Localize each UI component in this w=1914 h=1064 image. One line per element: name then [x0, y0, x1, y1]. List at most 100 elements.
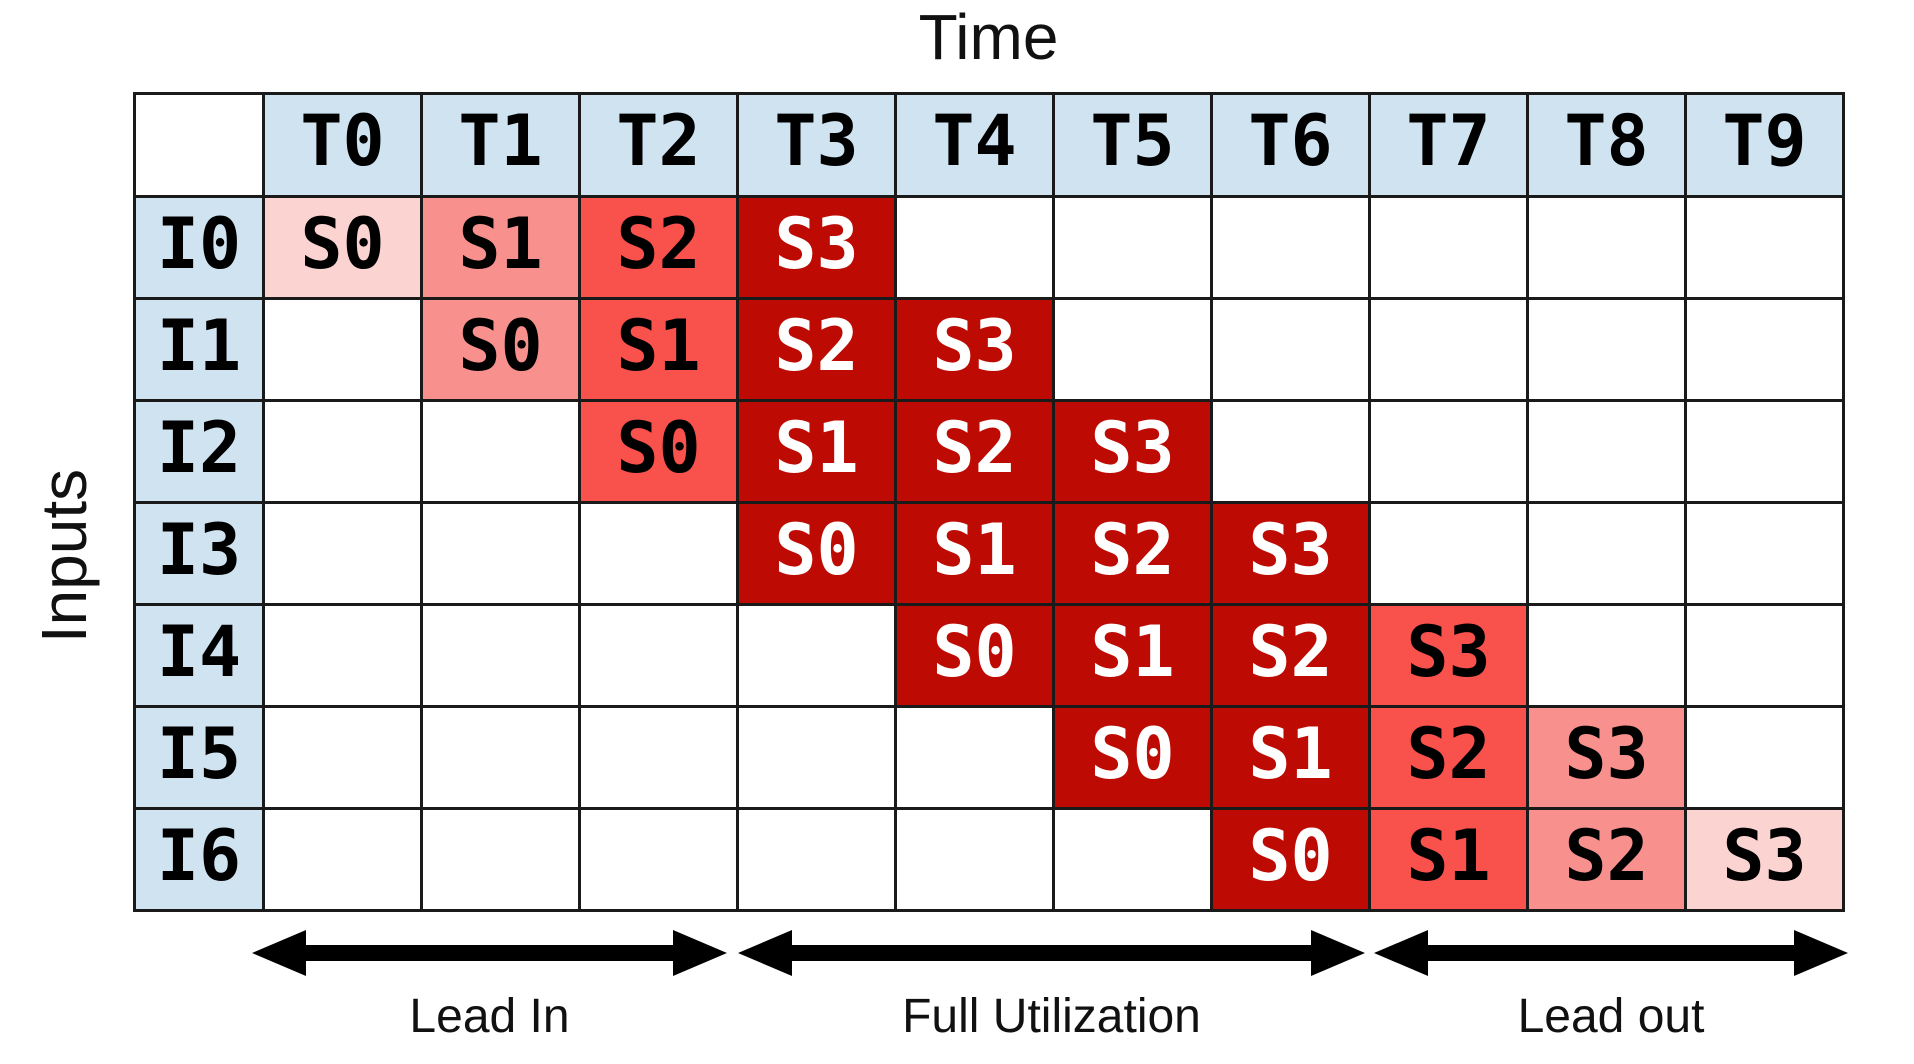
- empty-cell-I4-T0: [262, 603, 423, 708]
- empty-cell-I6-T5: [1052, 807, 1213, 912]
- stage-cell-I5-T8: S3: [1526, 705, 1687, 810]
- stage-cell-I1-T4: S3: [894, 297, 1055, 402]
- input-header-I6: I6: [133, 807, 265, 912]
- empty-cell-I0-T4: [894, 195, 1055, 300]
- stage-cell-I6-T9: S3: [1684, 807, 1845, 912]
- time-header-T0: T0: [262, 92, 423, 198]
- stage-cell-I2-T5: S3: [1052, 399, 1213, 504]
- stage-cell-I4-T4: S0: [894, 603, 1055, 708]
- stage-cell-I6-T7: S1: [1368, 807, 1529, 912]
- arrow-bar: [1416, 945, 1806, 961]
- stage-cell-I2-T2: S0: [578, 399, 739, 504]
- empty-cell-I6-T3: [736, 807, 897, 912]
- empty-cell-I3-T7: [1368, 501, 1529, 606]
- empty-cell-I1-T6: [1210, 297, 1371, 402]
- lead-in-label: Lead In: [409, 990, 570, 1043]
- stage-cell-I2-T4: S2: [894, 399, 1055, 504]
- empty-cell-I5-T4: [894, 705, 1055, 810]
- stage-cell-I4-T6: S2: [1210, 603, 1371, 708]
- time-header-T3: T3: [736, 92, 897, 198]
- arrow-head-right-icon: [1794, 930, 1848, 976]
- stage-cell-I0-T2: S2: [578, 195, 739, 300]
- arrow-bar: [780, 945, 1323, 961]
- empty-cell-I2-T9: [1684, 399, 1845, 504]
- empty-cell-I0-T9: [1684, 195, 1845, 300]
- stage-cell-I5-T6: S1: [1210, 705, 1371, 810]
- empty-cell-I2-T8: [1526, 399, 1687, 504]
- stage-cell-I1-T1: S0: [420, 297, 581, 402]
- empty-cell-I4-T1: [420, 603, 581, 708]
- empty-cell-I2-T0: [262, 399, 423, 504]
- stage-cell-I6-T6: S0: [1210, 807, 1371, 912]
- time-header-T4: T4: [894, 92, 1055, 198]
- stage-cell-I1-T2: S1: [578, 297, 739, 402]
- stage-cell-I6-T8: S2: [1526, 807, 1687, 912]
- input-header-I3: I3: [133, 501, 265, 606]
- empty-cell-I4-T9: [1684, 603, 1845, 708]
- stage-cell-I5-T7: S2: [1368, 705, 1529, 810]
- stage-cell-I3-T5: S2: [1052, 501, 1213, 606]
- empty-cell-I1-T5: [1052, 297, 1213, 402]
- time-header-T7: T7: [1368, 92, 1529, 198]
- time-header-T9: T9: [1684, 92, 1845, 198]
- stage-cell-I0-T1: S1: [420, 195, 581, 300]
- stage-cell-I5-T5: S0: [1052, 705, 1213, 810]
- lead-in-phase: Lead In: [252, 930, 727, 1050]
- empty-cell-I6-T4: [894, 807, 1055, 912]
- lead-out-phase: Lead out: [1374, 930, 1848, 1050]
- empty-cell-I5-T0: [262, 705, 423, 810]
- empty-cell-I3-T2: [578, 501, 739, 606]
- stage-cell-I2-T3: S1: [736, 399, 897, 504]
- empty-cell-I5-T9: [1684, 705, 1845, 810]
- stage-cell-I0-T3: S3: [736, 195, 897, 300]
- stage-cell-I1-T3: S2: [736, 297, 897, 402]
- stage-cell-I0-T0: S0: [262, 195, 423, 300]
- empty-cell-I3-T9: [1684, 501, 1845, 606]
- full-utilization-label: Full Utilization: [902, 990, 1201, 1043]
- lead-out-double-arrow-icon: [1374, 930, 1848, 976]
- arrow-bar: [294, 945, 685, 961]
- input-header-I2: I2: [133, 399, 265, 504]
- stage-cell-I3-T4: S1: [894, 501, 1055, 606]
- empty-cell-I1-T9: [1684, 297, 1845, 402]
- empty-cell-I5-T2: [578, 705, 739, 810]
- lead-out-label: Lead out: [1517, 990, 1705, 1043]
- empty-cell-I6-T1: [420, 807, 581, 912]
- empty-cell-I4-T3: [736, 603, 897, 708]
- empty-cell-I1-T0: [262, 297, 423, 402]
- empty-cell-I6-T0: [262, 807, 423, 912]
- empty-cell-I2-T6: [1210, 399, 1371, 504]
- empty-cell-I6-T2: [578, 807, 739, 912]
- time-header-T8: T8: [1526, 92, 1687, 198]
- empty-cell-I3-T0: [262, 501, 423, 606]
- empty-cell-I4-T2: [578, 603, 739, 708]
- arrow-head-right-icon: [673, 930, 727, 976]
- empty-cell-I1-T8: [1526, 297, 1687, 402]
- empty-cell-I2-T1: [420, 399, 581, 504]
- time-header-T1: T1: [420, 92, 581, 198]
- time-header-T5: T5: [1052, 92, 1213, 198]
- empty-cell-I0-T5: [1052, 195, 1213, 300]
- lead-in-double-arrow-icon: [252, 930, 727, 976]
- stage-cell-I3-T6: S3: [1210, 501, 1371, 606]
- empty-cell-I1-T7: [1368, 297, 1529, 402]
- time-header-T6: T6: [1210, 92, 1371, 198]
- empty-cell-I5-T1: [420, 705, 581, 810]
- full-utilization-phase: Full Utilization: [738, 930, 1365, 1050]
- time-header-T2: T2: [578, 92, 739, 198]
- arrow-head-right-icon: [1311, 930, 1365, 976]
- empty-cell-I4-T8: [1526, 603, 1687, 708]
- empty-cell-I2-T7: [1368, 399, 1529, 504]
- inputs-axis-title: Inputs: [28, 468, 100, 644]
- time-axis-title: Time: [918, 1, 1059, 73]
- input-header-I0: I0: [133, 195, 265, 300]
